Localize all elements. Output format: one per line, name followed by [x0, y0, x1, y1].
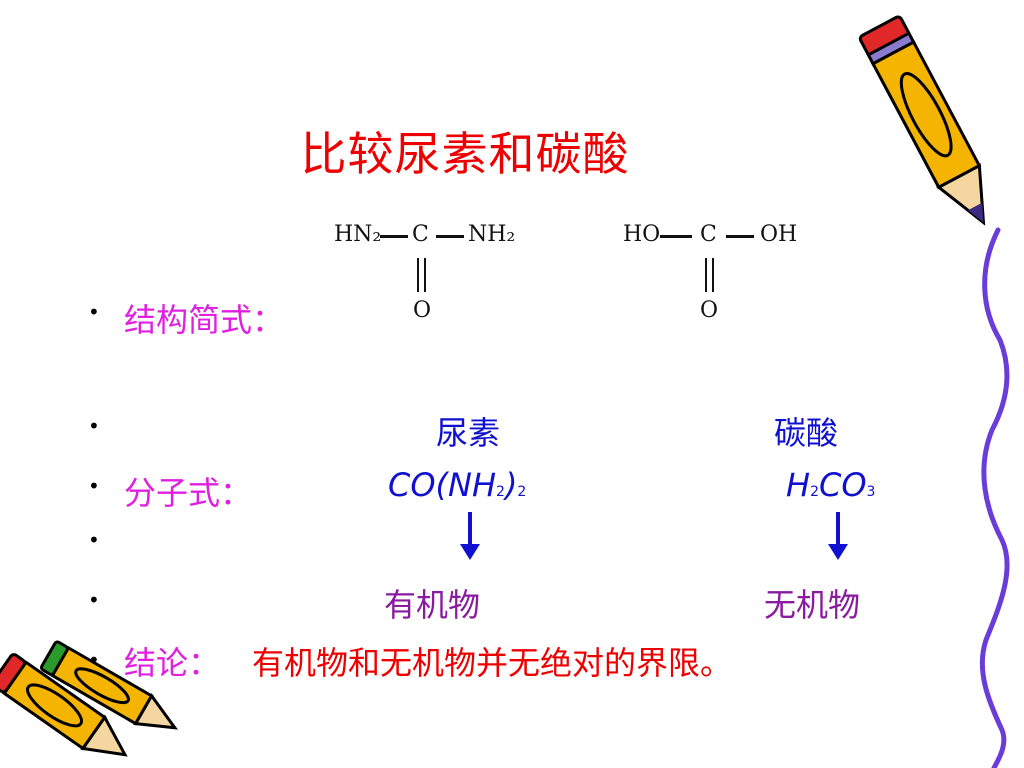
- urea-formula-part: ): [504, 466, 518, 504]
- carbonic-carbon: C: [700, 222, 717, 247]
- carbonic-formula-part: CO: [818, 466, 867, 504]
- down-arrow-icon: [460, 512, 480, 560]
- pencil-icon: [858, 15, 986, 226]
- bullet: •: [88, 414, 100, 438]
- urea-left-group: HN₂: [334, 222, 382, 247]
- structure-label: 结构简式：: [124, 301, 285, 339]
- carbonic-bond-right: [726, 235, 754, 238]
- urea-formula-subscript: 2: [496, 484, 505, 500]
- carbonic-formula-subscript: 3: [866, 484, 876, 500]
- urea-right-group: NH₂: [468, 222, 516, 247]
- carbonic-bond-left: [660, 235, 692, 238]
- bullet: •: [88, 528, 100, 552]
- organic-label: 有机物: [384, 586, 481, 624]
- urea-double-bond: [417, 258, 426, 292]
- urea-name: 尿素: [436, 414, 501, 452]
- inorganic-label: 无机物: [764, 586, 861, 624]
- conclusion-label: 结论：: [124, 644, 221, 682]
- crossed-pencils-icon: [0, 640, 179, 757]
- urea-formula-part: CO(NH: [388, 466, 497, 504]
- bullet: •: [88, 588, 100, 612]
- urea-carbon: C: [412, 222, 429, 247]
- carbonic-formula-subscript: 2: [810, 484, 819, 500]
- urea-formula-subscript: 2: [517, 484, 527, 500]
- bullet: •: [88, 300, 100, 324]
- slide-title: 比较尿素和碳酸: [300, 127, 630, 181]
- bullet: •: [88, 648, 100, 672]
- carbonic-acid-name: 碳酸: [774, 414, 839, 452]
- urea-bond-right: [436, 235, 464, 238]
- carbonic-acid-formula: H2CO3: [786, 466, 875, 504]
- decorative-wavy-line: [979, 227, 1010, 768]
- formula-label: 分子式：: [124, 474, 253, 512]
- down-arrow-icon: [828, 512, 848, 560]
- conclusion-text: 有机物和无机物并无绝对的界限。: [252, 644, 733, 682]
- urea-formula: CO(NH2)2: [388, 466, 526, 504]
- carbonic-oxygen: O: [700, 298, 719, 323]
- urea-bond-left: [380, 235, 408, 238]
- carbonic-right-group: OH: [760, 222, 798, 247]
- carbonic-formula-part: H: [786, 466, 811, 504]
- carbonic-double-bond: [705, 258, 714, 292]
- bullet: •: [88, 474, 100, 498]
- carbonic-left-group: HO: [623, 222, 661, 247]
- urea-oxygen: O: [413, 298, 432, 323]
